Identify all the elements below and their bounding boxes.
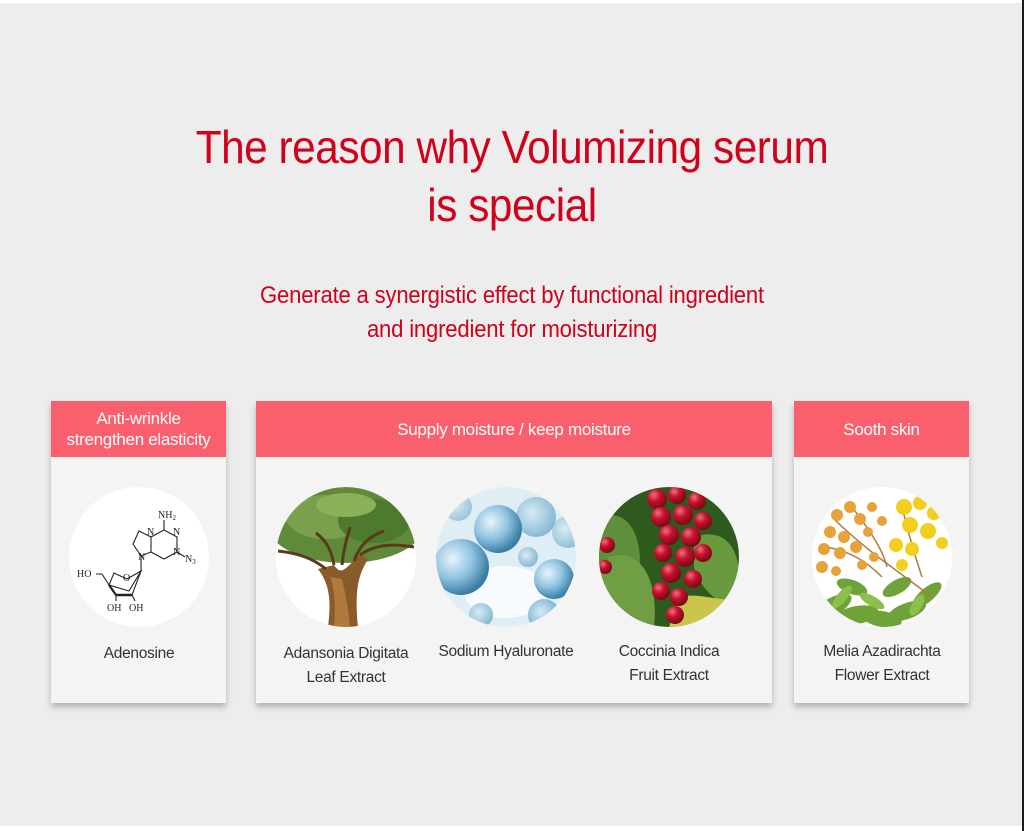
ingredient-label: Melia Azadirachta Flower Extract: [823, 643, 941, 684]
page-subtitle: Generate a synergistic effect by functio…: [41, 279, 983, 347]
ingredient-label: Coccinia Indica Fruit Extract: [618, 643, 720, 684]
panel-header-line-1: Supply moisture / keep moisture: [397, 419, 631, 439]
svg-text:O: O: [123, 573, 130, 584]
window-edge: [1022, 0, 1024, 831]
title-line-2: is special: [427, 179, 597, 231]
ingredient-item: Melia Azadirachta Flower Extract: [807, 487, 957, 688]
subtitle-line-2: and ingredient for moisturizing: [366, 316, 658, 343]
svg-text:OH: OH: [107, 603, 121, 614]
page-title: The reason why Volumizing serum is speci…: [41, 118, 983, 234]
water-bubbles-icon: [436, 487, 576, 627]
nh2-label: NH2: [158, 510, 176, 522]
svg-text:N3: N3: [185, 554, 196, 566]
ingredient-item: Coccinia Indica Fruit Extract: [594, 487, 744, 688]
title-line-1: The reason why Volumizing serum: [195, 121, 829, 173]
panel-header-line-1: Anti-wrinkle: [96, 409, 181, 428]
svg-text:N: N: [138, 552, 145, 563]
ingredient-item: Sodium Hyaluronate: [431, 487, 581, 664]
adenosine-molecule-icon: NH2 N N N N N3 HO O OH OH: [69, 487, 209, 627]
svg-text:OH: OH: [129, 603, 143, 614]
panel-header: Supply moisture / keep moisture: [256, 401, 772, 457]
subtitle-line-1: Generate a synergistic effect by functio…: [260, 282, 764, 309]
svg-text:N: N: [173, 527, 180, 538]
panel-sooth-skin: Sooth skin: [794, 401, 969, 703]
svg-text:HO: HO: [77, 569, 91, 580]
ingredient-item: NH2 N N N N N3 HO O OH OH Adenosine: [64, 487, 214, 666]
red-berries-icon: [599, 487, 739, 627]
ingredient-label: Adenosine: [103, 645, 175, 662]
panel-supply-moisture: Supply moisture / keep moisture: [256, 401, 772, 703]
svg-text:N: N: [147, 527, 154, 538]
panel-header: Anti-wrinkle strengthen elasticity: [51, 401, 226, 457]
panel-header: Sooth skin: [794, 401, 969, 457]
neem-flower-icon: [812, 487, 952, 627]
svg-text:N: N: [173, 547, 180, 558]
panel-header-line-1: Sooth skin: [843, 419, 920, 439]
ingredient-label: Sodium Hyaluronate: [438, 643, 574, 660]
ingredient-item: Adansonia Digitata Leaf Extract: [271, 487, 421, 690]
baobab-tree-icon: [276, 487, 416, 627]
ingredient-label: Adansonia Digitata Leaf Extract: [283, 645, 409, 686]
panel-header-line-2: strengthen elasticity: [66, 430, 211, 449]
panel-anti-wrinkle: Anti-wrinkle strengthen elasticity: [51, 401, 226, 703]
